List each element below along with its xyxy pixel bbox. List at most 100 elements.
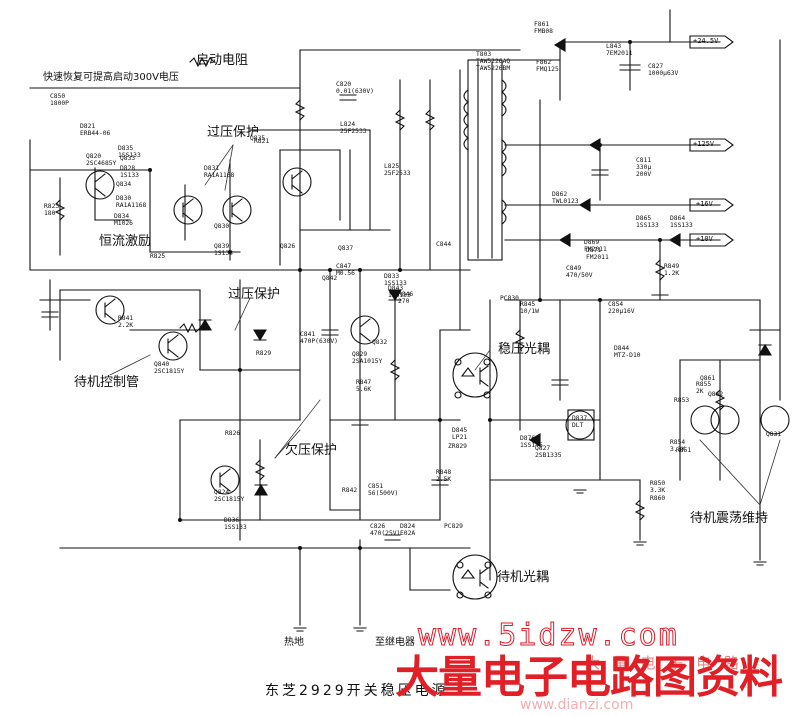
output-16v: +16V [696, 200, 713, 208]
overvoltage-label-1: 过压保护 [207, 125, 260, 140]
junction-dots [148, 40, 662, 550]
capacitors [41, 64, 669, 541]
hot-ground-label: 热地 [284, 637, 304, 648]
label-q831: Q831 [766, 431, 781, 438]
annotation-leaders [109, 144, 781, 506]
regulator-optocoupler-symbol [452, 352, 498, 399]
label-q861: Q861 [700, 375, 715, 382]
label-r829: R829 [256, 350, 271, 357]
label-q834: Q834 [116, 181, 131, 188]
transformer-t803 [463, 59, 507, 261]
top-rail [29, 49, 521, 89]
label-c844: C844 [436, 241, 451, 248]
label-pc830: PC830 [500, 295, 519, 302]
watermark-logo: 大量电子电路图资料 [395, 652, 783, 703]
dlt-ic-box [567, 409, 595, 441]
output-24v: +24.5V [693, 37, 719, 45]
label-q842: Q842 [322, 275, 337, 282]
label-q826: Q826 [280, 243, 295, 250]
label-q837: Q837 [338, 245, 353, 252]
label-r851: R851 [676, 447, 691, 454]
label-r853: R853 [674, 397, 689, 404]
standby-control-label: 待机控制管 [74, 375, 140, 390]
label-r860: R860 [650, 495, 665, 502]
fast-recovery-note: 快速恢复可提高启动300V电压 [43, 72, 179, 83]
undervoltage-label: 欠压保护 [285, 443, 338, 458]
watermark-top: 大 量 电 子 电 路 [585, 654, 743, 672]
overvoltage-label-2: 过压保护 [228, 287, 281, 302]
label-pc829: PC829 [444, 523, 463, 530]
ground-symbols [293, 489, 767, 632]
diagram-caption: 东芝2929开关稳压电源 [265, 683, 449, 699]
label-r826: R826 [225, 430, 240, 437]
startup-resistor-label: 启动电阻 [196, 53, 249, 68]
label-r825: R825 [150, 253, 165, 260]
watermark-sub: www.dianzi.com [520, 697, 634, 713]
label-q833: Q833 [120, 155, 135, 162]
label-r821: R821 [254, 138, 269, 145]
label-q830: Q830 [214, 223, 229, 230]
label-q835: Q835 [250, 135, 265, 142]
output-terminals [689, 35, 734, 247]
watermark-url: www.5idzw.com [418, 618, 679, 654]
output-125v: +125V [693, 140, 715, 148]
diodes [198, 38, 772, 496]
standby-oscillation-label: 待机震荡维持 [690, 511, 769, 526]
standby-optocoupler-symbol [452, 554, 498, 600]
resistors [54, 56, 726, 521]
label-r842: R842 [342, 487, 357, 494]
output-10v: +10V [696, 235, 713, 243]
constant-current-label: 恒流激励 [99, 234, 152, 249]
regulator-optocoupler-label: 稳压光耦 [498, 342, 551, 357]
transistors [85, 167, 790, 495]
standby-optocoupler-label: 待机光耦 [497, 570, 550, 585]
